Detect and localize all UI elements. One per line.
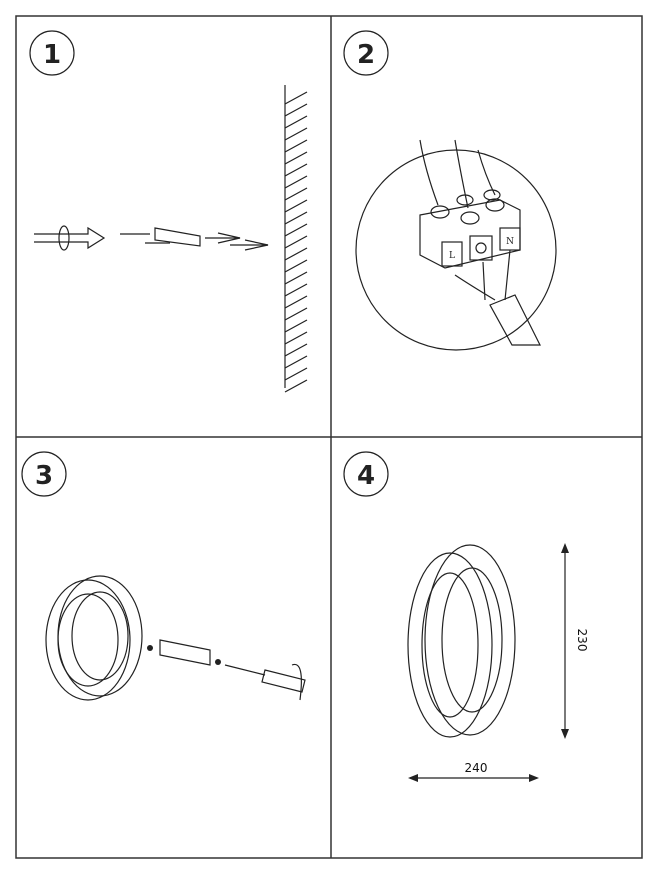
wall-hatch-line bbox=[284, 199, 308, 213]
height-dimension-arrow bbox=[561, 543, 569, 739]
step-1-panel: 1 bbox=[29, 30, 308, 393]
lamp-ring-icon bbox=[45, 575, 143, 701]
bracket-screws-icon bbox=[120, 227, 269, 251]
wall-hatch-line bbox=[284, 187, 308, 201]
wall-hatch-line bbox=[284, 235, 308, 249]
wall-hatch-line bbox=[284, 343, 308, 357]
terminal-label-n: N bbox=[506, 237, 514, 247]
step-4-panel: 4 230 240 bbox=[343, 451, 589, 782]
wall-hatch-line bbox=[284, 271, 308, 285]
height-dimension-label: 230 bbox=[575, 629, 589, 652]
wall-hatch-line bbox=[284, 259, 308, 273]
terminal-block-icon bbox=[419, 139, 541, 346]
wall-hatch-line bbox=[284, 115, 308, 129]
detail-magnifier bbox=[355, 149, 557, 351]
step-number: 1 bbox=[43, 40, 61, 70]
drill-arrow-icon bbox=[34, 225, 106, 251]
step-number: 3 bbox=[35, 461, 53, 491]
step-number-badge bbox=[343, 30, 389, 76]
wall-hatch-line bbox=[284, 223, 308, 237]
wall-hatch-line bbox=[284, 379, 308, 393]
wall-hatch-line bbox=[284, 163, 308, 177]
wall-hatch-line bbox=[284, 367, 308, 381]
wall-hatch-line bbox=[284, 91, 308, 105]
wall-hatch-line bbox=[284, 295, 308, 309]
step-number: 4 bbox=[357, 461, 375, 491]
wall-hatch-line bbox=[284, 103, 308, 117]
screwdriver-icon bbox=[224, 663, 306, 701]
wall-hatch-line bbox=[284, 355, 308, 369]
wall-hatch-line bbox=[284, 175, 308, 189]
step-3-panel: 3 bbox=[21, 451, 306, 701]
width-dimension-label: 240 bbox=[465, 761, 488, 775]
bracket-icon bbox=[147, 639, 221, 666]
terminal-label-l: L bbox=[449, 251, 455, 261]
step-2-panel: 2 L N bbox=[343, 30, 557, 351]
wall-hatch-line bbox=[284, 247, 308, 261]
wall-hatch-line bbox=[284, 319, 308, 333]
step-number-badge bbox=[29, 30, 75, 76]
lamp-ring-icon bbox=[407, 544, 516, 738]
wall-icon bbox=[284, 85, 308, 393]
wall-hatch-line bbox=[284, 331, 308, 345]
wall-hatch-line bbox=[284, 283, 308, 297]
wall-hatch-line bbox=[284, 127, 308, 141]
wall-hatch-line bbox=[284, 151, 308, 165]
wall-hatch-line bbox=[284, 307, 308, 321]
width-dimension-arrow bbox=[408, 774, 539, 782]
wall-hatch-line bbox=[284, 211, 308, 225]
step-number-badge bbox=[343, 451, 389, 497]
step-number-badge bbox=[21, 451, 67, 497]
wall-hatch-line bbox=[284, 139, 308, 153]
step-number: 2 bbox=[357, 40, 375, 70]
